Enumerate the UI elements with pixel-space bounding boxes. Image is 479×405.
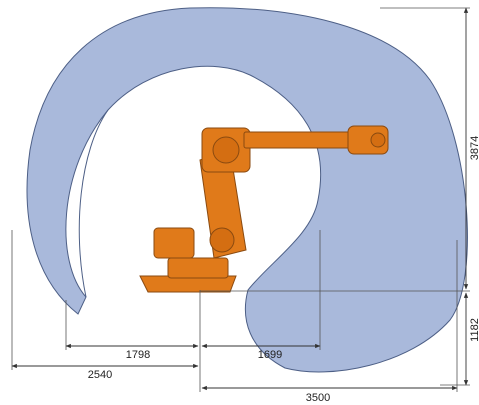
robot-flange: [370, 132, 386, 148]
dimension-inner-left: 1798: [65, 343, 199, 361]
dimension-label-1699: 1699: [258, 349, 282, 361]
dimension-label-2540: 2540: [88, 369, 112, 381]
robot-counterweight: [153, 227, 195, 259]
workspace-envelope: [26, 7, 468, 373]
inner-swing-line: [78, 109, 109, 298]
industrial-robot-arm: [139, 125, 389, 293]
dimension-front-outer: 3500: [201, 385, 458, 404]
dimension-front-inner: 1699: [201, 343, 321, 361]
dimension-label-1182: 1182: [469, 318, 479, 342]
robot-joint-elbow: [212, 136, 240, 164]
robot-forearm: [243, 131, 355, 149]
dimension-label-3500: 3500: [306, 392, 330, 404]
dimension-label-1798: 1798: [126, 349, 150, 361]
robot-joint-shoulder: [209, 227, 235, 253]
robot-base: [167, 257, 229, 279]
dimension-outer-left: 2540: [11, 363, 199, 381]
dimension-label-3874: 3874: [469, 136, 479, 160]
dimension-height-total: 3874: [463, 7, 479, 290]
dimension-height-below: 1182: [463, 292, 479, 386]
